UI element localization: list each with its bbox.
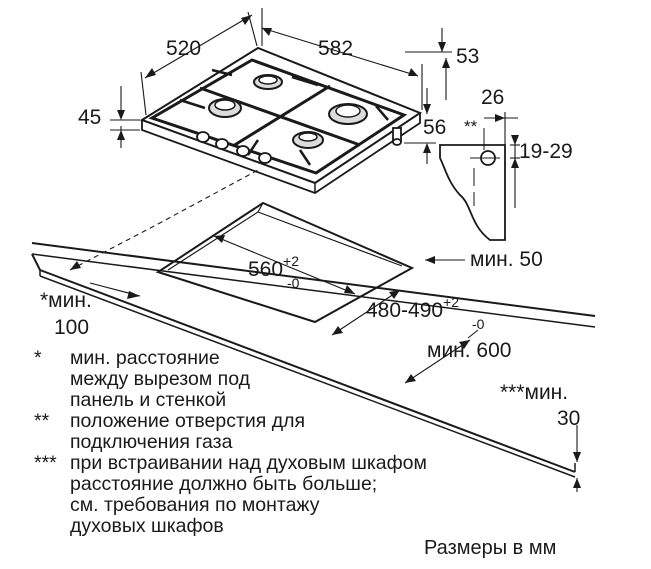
gas-connector bbox=[392, 127, 402, 146]
dim-cutout-depth-sup: +2 bbox=[443, 294, 459, 310]
hob bbox=[139, 46, 423, 195]
dim-min-side-gap-value: 100 bbox=[54, 316, 89, 339]
footnotes: * мин. расстояние между вырезом под пане… bbox=[34, 348, 554, 537]
dim-front-height: 56 bbox=[423, 116, 446, 139]
burner-front-left bbox=[208, 98, 242, 118]
worktop-cutout bbox=[155, 201, 415, 324]
footnote-oven: *** при встраивании над духовым шкафом р… bbox=[34, 453, 554, 537]
dim-cutout-width: 560+2 -0 bbox=[248, 253, 300, 291]
burner-back-left bbox=[253, 74, 283, 90]
dim-min-thickness-label: ***мин. bbox=[500, 381, 568, 404]
footnote-gas-hole: ** положение отверстия для подключения г… bbox=[34, 411, 554, 453]
dim-hob-depth: 520 bbox=[166, 37, 201, 60]
dim-cutout-width-base: 560 bbox=[248, 258, 283, 281]
dim-cutout-depth-sub: -0 bbox=[472, 316, 485, 332]
footnote-line: между вырезом под bbox=[70, 368, 251, 390]
dim-hob-height: 45 bbox=[78, 106, 101, 129]
footnote-line: при встраивании над духовым шкафом bbox=[70, 452, 427, 474]
dim-cutout-width-sup: +2 bbox=[283, 253, 299, 269]
dim-gas-pipe-offset: 26 bbox=[481, 86, 504, 109]
burner-back-right bbox=[328, 103, 368, 125]
footnote-line: мин. расстояние bbox=[70, 347, 220, 369]
gas-pipe-marker: ** bbox=[464, 117, 478, 136]
footnote-line: духовых шкафов bbox=[70, 515, 224, 537]
control-knobs bbox=[196, 131, 272, 164]
footnote-mark: *** bbox=[34, 452, 57, 474]
dim-cutout-depth: 480-490+2 -0 bbox=[366, 294, 485, 332]
gas-pipe-detail bbox=[439, 128, 506, 241]
burner-front-right bbox=[292, 131, 324, 149]
footnote-line: панель и стенкой bbox=[70, 389, 227, 411]
dim-back-offset: 53 bbox=[456, 45, 479, 68]
worktop bbox=[31, 242, 596, 478]
footnote-line: положение отверстия для bbox=[70, 410, 306, 432]
dim-min-back-gap: мин. 50 bbox=[470, 248, 543, 271]
dim-min-side-gap-label: *мин. bbox=[40, 289, 92, 312]
footnote-mark: * bbox=[34, 347, 42, 369]
dim-cutout-width-sub: -0 bbox=[287, 275, 300, 291]
dim-cutout-depth-base: 480-490 bbox=[366, 299, 443, 322]
dim-min-thickness-value: 30 bbox=[557, 407, 580, 430]
footnote-mark: ** bbox=[34, 410, 50, 432]
dim-min-worktop-depth: мин. 600 bbox=[427, 339, 511, 362]
dim-gas-pipe-height: 19-29 bbox=[519, 140, 573, 163]
footnote-line: подключения газа bbox=[70, 431, 233, 453]
dimension-arrows bbox=[70, 15, 581, 488]
units-label: Размеры в мм bbox=[424, 537, 557, 559]
footnote-side-gap: * мин. расстояние между вырезом под пане… bbox=[34, 348, 554, 411]
footnote-line: см. требования по монтажу bbox=[70, 494, 320, 516]
footnote-line: расстояние должно быть больше; bbox=[70, 473, 378, 495]
dim-hob-width: 582 bbox=[318, 37, 353, 60]
